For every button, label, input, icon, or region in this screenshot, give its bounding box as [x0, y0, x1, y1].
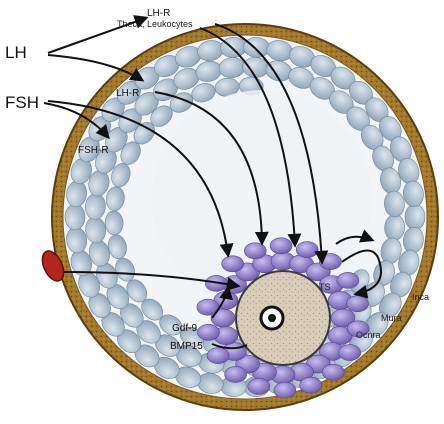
label-theca-leukocytes: Theca, Leukocytes	[117, 19, 193, 29]
label-lh-r-top: LH-R	[147, 8, 170, 19]
cumulus-cell	[207, 348, 229, 364]
cumulus-cell	[337, 272, 359, 288]
label-right-fragment-1: Inca	[412, 292, 429, 302]
label-fsh: FSH	[5, 93, 39, 112]
cumulus-cell	[270, 238, 292, 254]
granulosa-cell	[65, 204, 85, 230]
label-gdf9: Gdf-9	[172, 323, 197, 334]
label-fsh-r: FSH-R	[78, 145, 109, 156]
label-lh-r-inner: LH-R	[116, 88, 139, 99]
cumulus-cell	[300, 377, 322, 393]
cumulus-cell	[222, 256, 244, 272]
cumulus-cell	[244, 243, 266, 259]
cumulus-cell	[347, 296, 369, 312]
cumulus-cell	[225, 366, 247, 382]
cumulus-cell	[198, 324, 220, 340]
cumulus-cell	[248, 378, 270, 394]
label-lh: LH	[5, 43, 27, 62]
label-right-fragment-3: Ocnra	[356, 330, 381, 340]
cumulus-cell	[296, 242, 318, 258]
cumulus-cell	[339, 345, 361, 361]
label-right-fragment-2: Mura	[381, 313, 402, 323]
cumulus-cell	[322, 364, 344, 380]
nucleolus-icon	[268, 314, 276, 322]
cumulus-cell	[274, 382, 296, 398]
label-bmp15: BMP15	[170, 341, 203, 352]
label-ts: TS	[319, 282, 331, 292]
granulosa-cell	[405, 204, 425, 230]
